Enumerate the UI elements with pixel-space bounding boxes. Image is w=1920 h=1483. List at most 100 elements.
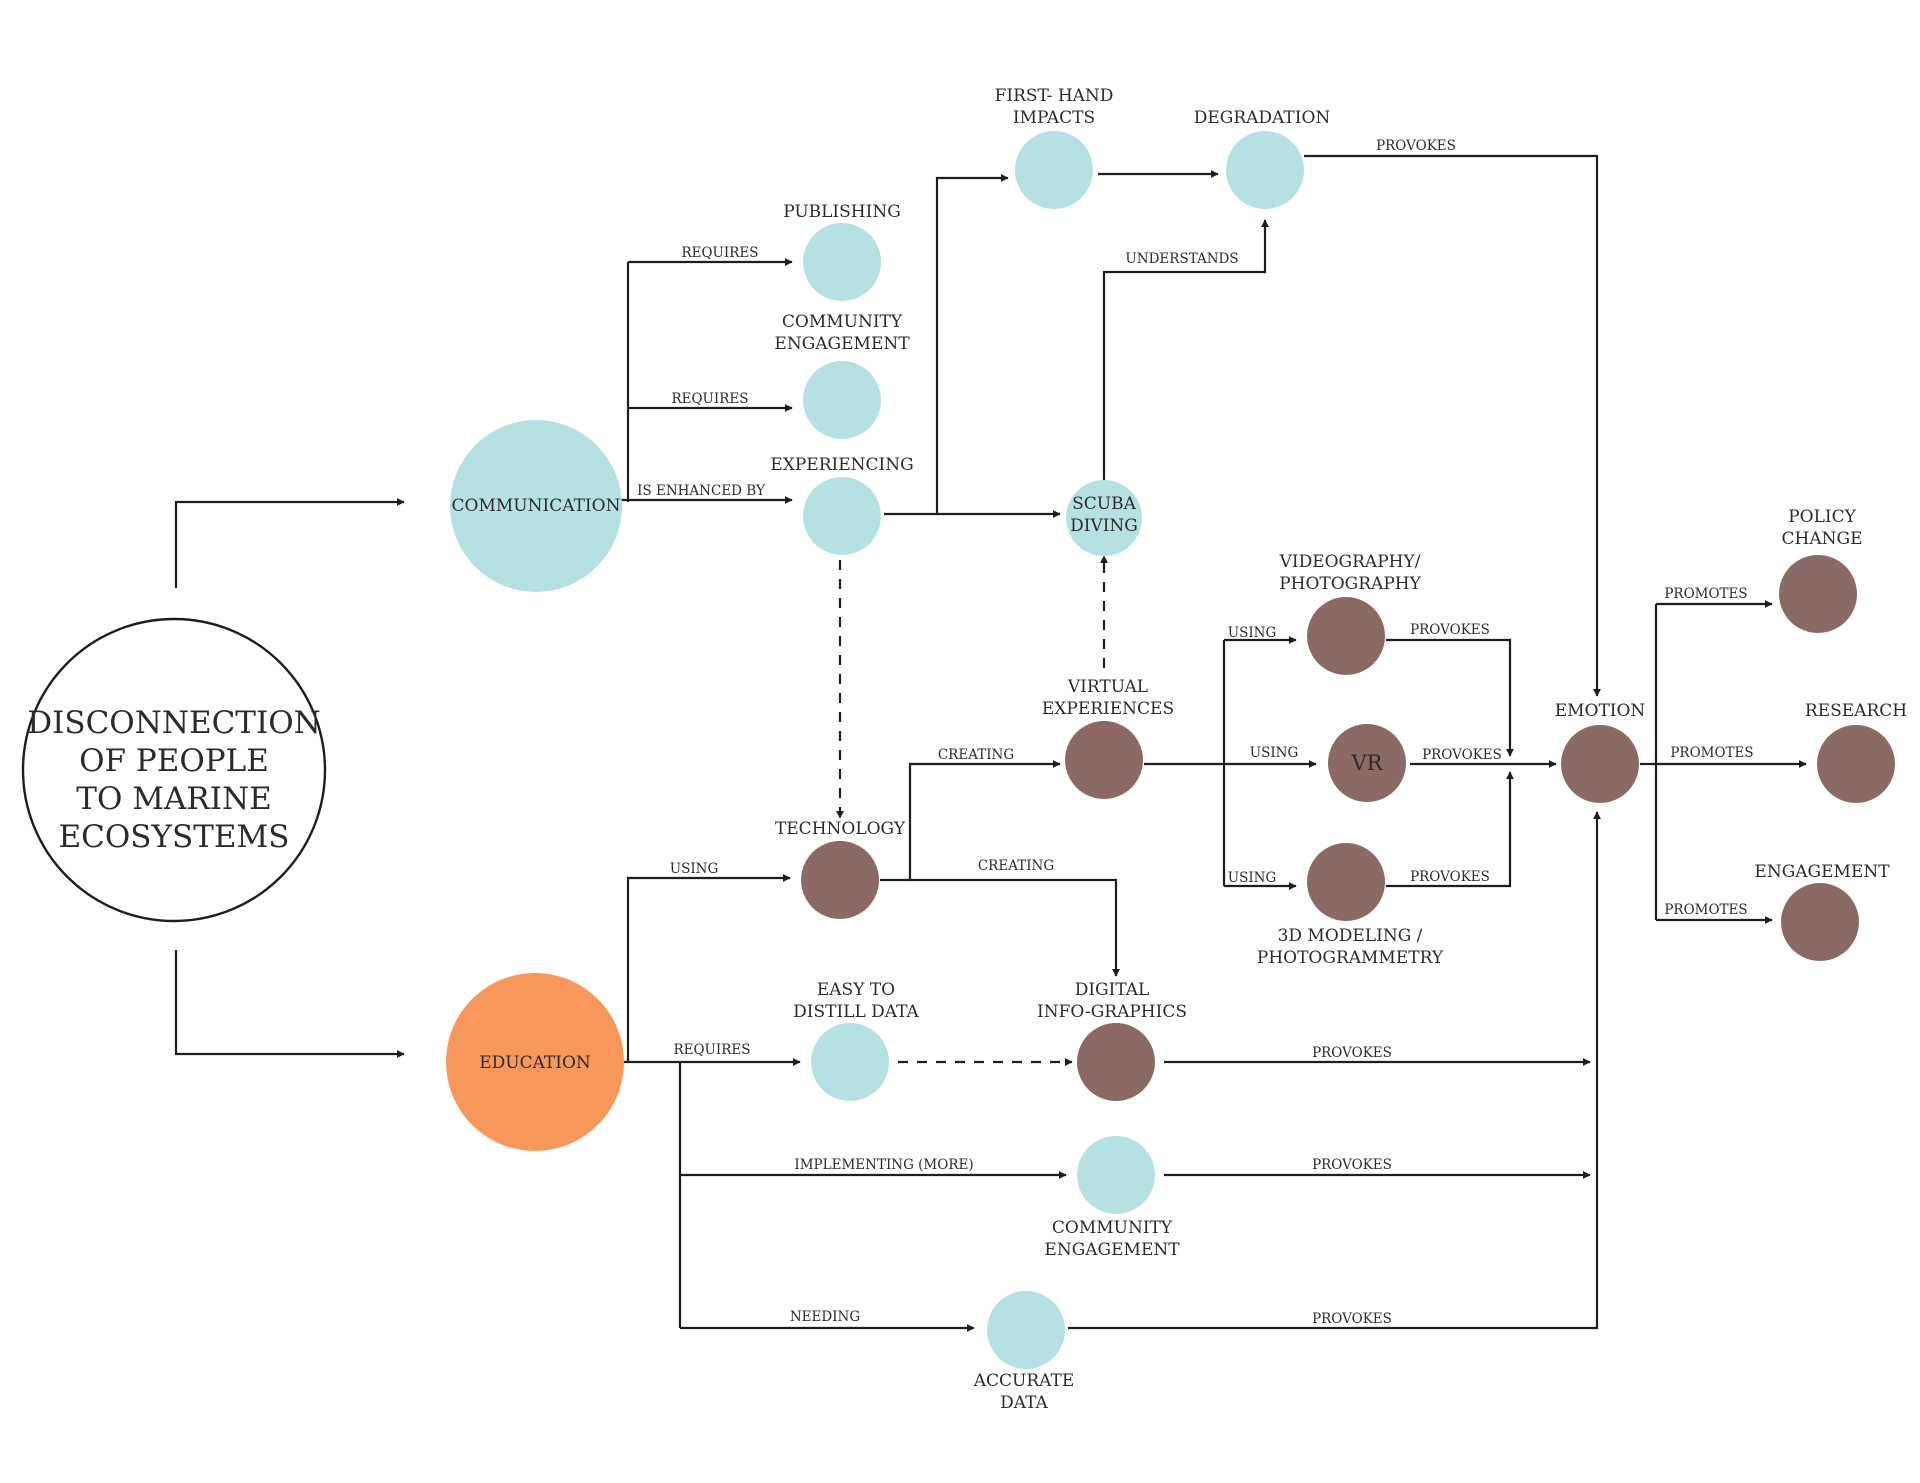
edge-label: PROMOTES [1664,902,1747,918]
node-circle [803,477,881,555]
node-label: INFO-GRAPHICS [1037,1002,1187,1022]
edge-label: CREATING [938,747,1014,763]
edge-scuba-degradation [1102,219,1269,482]
node-label: EXPERIENCES [1042,699,1174,719]
edge-root-education [174,950,405,1058]
node-experiencing: EXPERIENCING [770,455,914,555]
node-circle [811,1023,889,1101]
node-easy-to-distill: EASY TO DISTILL DATA [793,980,920,1101]
edges [174,154,1807,1332]
edge-label: PROVOKES [1422,747,1502,763]
edge-3d-provokes [1386,771,1514,888]
node-education: EDUCATION [446,973,624,1151]
root-label-line: TO MARINE [76,781,271,817]
node-circle [1307,843,1385,921]
node-label: DEGRADATION [1194,108,1331,128]
node-label: PHOTOGRAMMETRY [1257,948,1444,968]
node-accurate-data: ACCURATE DATA [973,1291,1075,1413]
edge-label: USING [1228,625,1277,641]
node-label: CHANGE [1782,529,1863,549]
node-label: DATA [1000,1393,1048,1413]
node-community-engagement-bottom: COMMUNITY ENGAGEMENT [1044,1136,1180,1260]
edge-labels: REQUIRES REQUIRES IS ENHANCED BY UNDERST… [637,138,1754,1327]
edge-education-using-trunk [626,874,791,1062]
node-circle [1561,725,1639,803]
edge-root-communication [174,498,405,588]
node-label: ENGAGEMENT [1044,1240,1180,1260]
node-circle [1066,480,1142,556]
node-label: EMOTION [1555,701,1646,721]
edge-label: PROVOKES [1410,622,1490,638]
edge-experiencing-firsthand [935,174,1009,514]
node-label: VIRTUAL [1067,677,1148,697]
node-circle [1077,1136,1155,1214]
node-circle [1226,131,1304,209]
node-circle [803,361,881,439]
node-circle [987,1291,1065,1369]
node-label: RESEARCH [1805,701,1907,721]
edge-label: REQUIRES [671,391,748,407]
edge-label: USING [670,861,719,877]
node-virtual-experiences: VIRTUAL EXPERIENCES [1042,677,1174,799]
node-emotion: EMOTION [1555,701,1646,803]
node-label: EXPERIENCING [770,455,913,475]
edge-label: IMPLEMENTING (MORE) [794,1157,973,1173]
node-circle [803,223,881,301]
node-scuba-diving: SCUBA DIVING [1066,480,1142,556]
node-circle [1779,555,1857,633]
node-publishing: PUBLISHING [783,202,901,301]
node-circle [1077,1023,1155,1101]
edge-label: PROVOKES [1312,1311,1392,1327]
node-label: EDUCATION [479,1053,591,1073]
node-label: VIDEOGRAPHY/ [1279,552,1421,572]
edge-label: UNDERSTANDS [1125,251,1238,267]
node-label: ACCURATE [973,1371,1075,1391]
node-circle [450,420,622,592]
node-vr: VR [1328,724,1406,802]
node-label: COMMUNITY [1052,1218,1173,1238]
node-circle [1328,724,1406,802]
nodes: DISCONNECTION OF PEOPLE TO MARINE ECOSYS… [21,86,1907,1413]
edge-label: CREATING [978,858,1054,874]
edge-label: PROVOKES [1376,138,1456,154]
node-3d-modeling: 3D MODELING / PHOTOGRAMMETRY [1257,843,1444,968]
root-node: DISCONNECTION OF PEOPLE TO MARINE ECOSYS… [21,617,327,923]
edge-label: PROMOTES [1664,586,1747,602]
node-label: COMMUNITY [782,312,903,332]
edge-degradation-emotion [1304,154,1601,697]
edge-label: PROVOKES [1312,1157,1392,1173]
node-label: COMMUNICATION [452,496,621,516]
edge-label: PROVOKES [1312,1045,1392,1061]
node-label: DIGITAL [1075,980,1150,1000]
root-label-line: DISCONNECTION [27,705,321,741]
node-label: PUBLISHING [783,202,901,222]
edge-videography-provokes [1386,638,1514,757]
node-degradation: DEGRADATION [1194,108,1331,209]
node-circle [446,973,624,1151]
node-circle [1307,597,1385,675]
edge-label: REQUIRES [673,1042,750,1058]
edge-label: USING [1228,870,1277,886]
node-label: TECHNOLOGY [775,819,906,839]
edge-label: REQUIRES [681,245,758,261]
edge-label: NEEDING [790,1309,860,1325]
edge-label: IS ENHANCED BY [637,483,766,499]
node-first-hand-impacts: FIRST- HAND IMPACTS [995,86,1114,209]
node-research: RESEARCH [1805,701,1907,803]
node-label: PHOTOGRAPHY [1279,574,1421,594]
node-circle [1065,721,1143,799]
node-videography: VIDEOGRAPHY/ PHOTOGRAPHY [1279,552,1422,675]
node-label: DISTILL DATA [793,1002,919,1022]
edge-label: PROVOKES [1410,869,1490,885]
node-engagement: ENGAGEMENT [1754,862,1890,961]
node-label: ENGAGEMENT [774,334,910,354]
node-label: FIRST- HAND [995,86,1114,106]
node-circle [1817,725,1895,803]
node-label: POLICY [1788,507,1856,527]
edge-creating-virtual [880,760,1061,882]
node-label: IMPACTS [1013,108,1095,128]
node-label: VR [1351,751,1384,775]
node-label: ENGAGEMENT [1754,862,1890,882]
edge-label: USING [1250,745,1299,761]
